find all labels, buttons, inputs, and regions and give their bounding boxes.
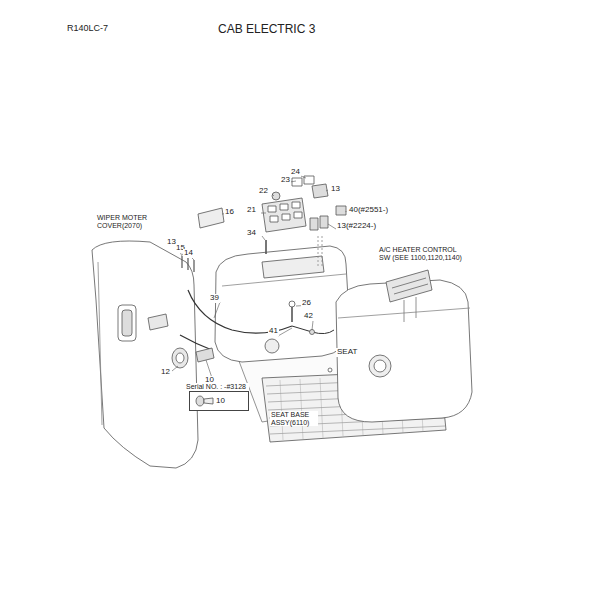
callout-number: 10 — [216, 396, 225, 405]
part-note: WIPER MOTER COVER(2070) — [96, 214, 152, 229]
serial-note: Serial NO. : -#3128 — [186, 383, 249, 391]
lighter-icon — [194, 395, 214, 407]
callout-number: 13 — [330, 185, 341, 194]
page-title: CAB ELECTRIC 3 — [218, 23, 315, 36]
callout-number: 22 — [258, 187, 269, 196]
callout-number: 21 — [246, 206, 257, 215]
part-note: SEAT BASE ASSY(6110) — [270, 411, 318, 426]
callout-number: 23 — [280, 176, 291, 185]
callout-number: 14 — [183, 249, 194, 258]
callout-number: 26 — [301, 299, 312, 308]
callout-number: 12 — [160, 368, 171, 377]
callout-number: 16 — [224, 208, 235, 217]
serial-frame: 10 — [189, 391, 249, 411]
callout-number: 34 — [246, 229, 257, 238]
callout-number: SEAT — [336, 348, 358, 357]
callout-number: 13(#2224-) — [336, 222, 377, 231]
callout-number: 41 — [268, 327, 279, 336]
callout-number: 42 — [303, 312, 314, 321]
callout-number: 39 — [209, 294, 220, 303]
serial-box: Serial NO. : -#3128 10 — [186, 383, 249, 411]
part-note: A/C HEATER CONTROL SW (SEE 1100,1120,114… — [378, 246, 468, 261]
model-code: R140LC-7 — [66, 24, 109, 34]
callout-number: 40(#2551-) — [348, 206, 389, 215]
callout-number: 24 — [290, 168, 301, 177]
